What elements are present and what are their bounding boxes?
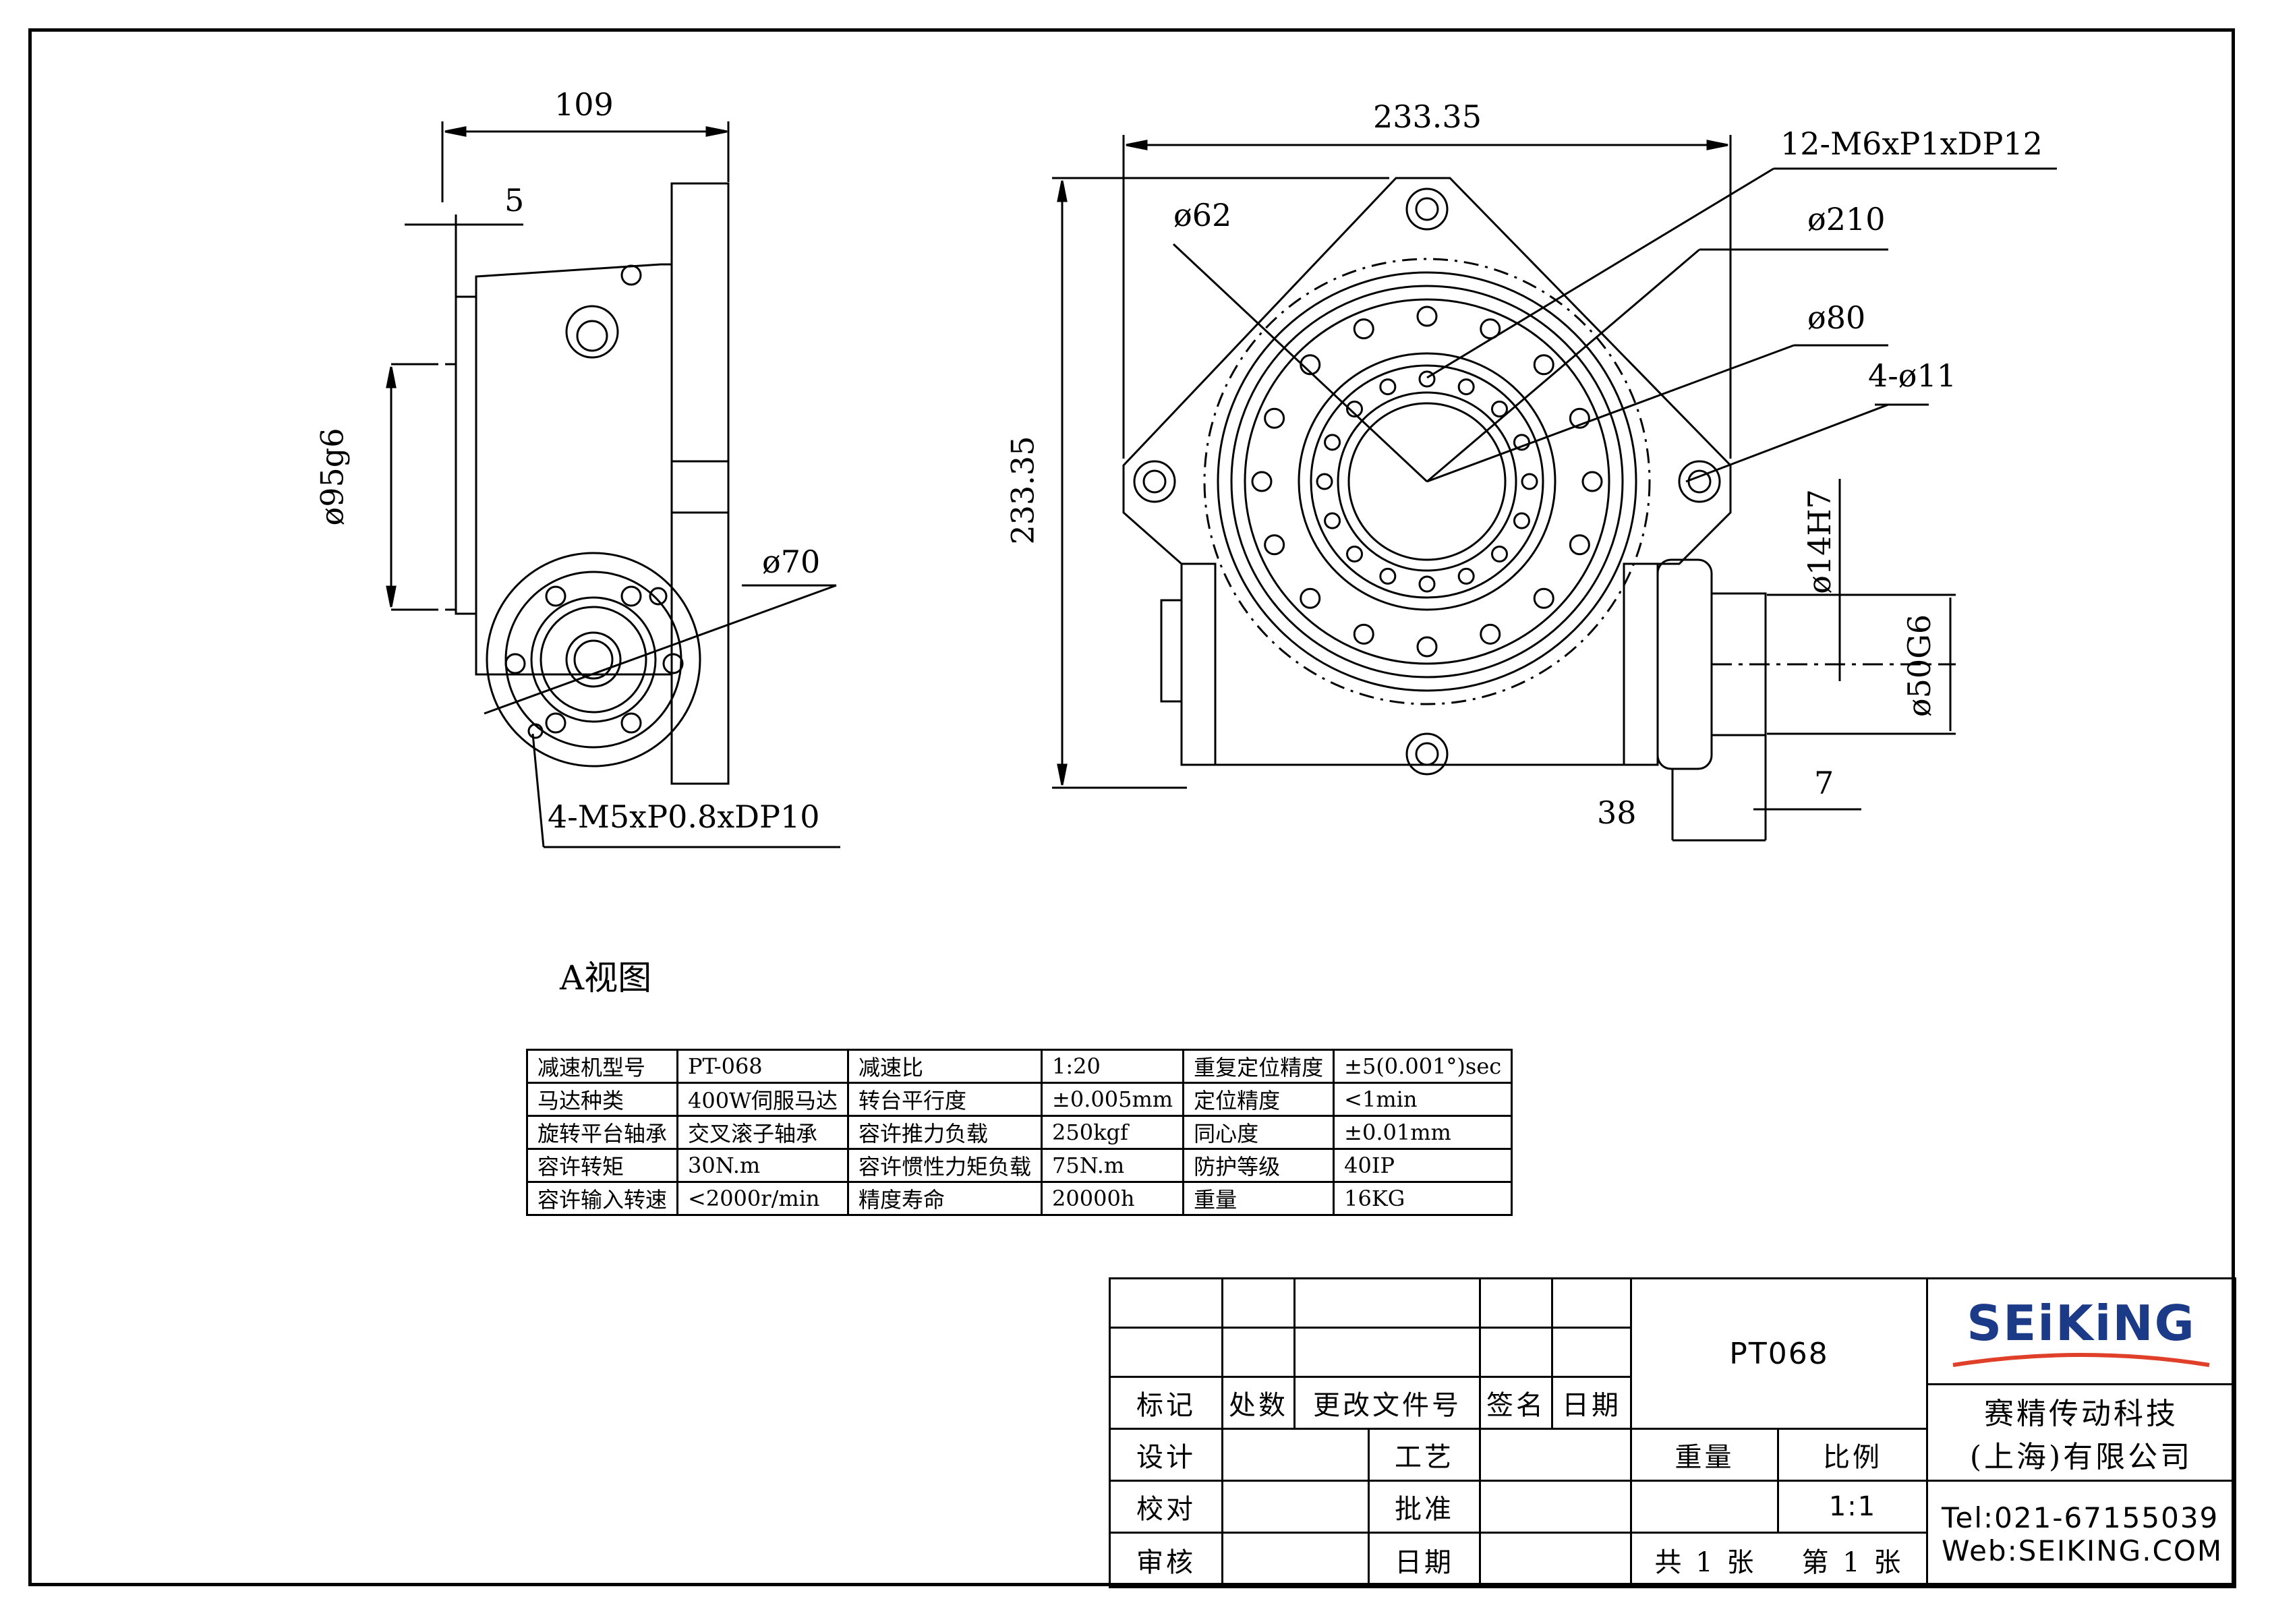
spec-cell: 400W伺服马达: [676, 1082, 849, 1117]
spec-cell: 精度寿命: [846, 1181, 1043, 1216]
spec-cell: <1min: [1333, 1082, 1513, 1117]
spec-cell: ±0.005mm: [1041, 1082, 1185, 1117]
spec-cell: 75N.m: [1041, 1148, 1185, 1183]
contact-tel: Tel:021-67155039: [1942, 1501, 2219, 1534]
spec-cell: ±0.01mm: [1333, 1115, 1513, 1150]
lbl-process: 工艺: [1368, 1428, 1481, 1482]
spec-cell: 1:20: [1041, 1049, 1185, 1084]
front-view: [1052, 135, 2057, 842]
spec-cell: 容许推力负载: [846, 1115, 1043, 1150]
side-view: [386, 121, 840, 848]
company-name-1: 赛精传动科技: [1984, 1397, 2178, 1431]
spec-cell: 20000h: [1041, 1181, 1185, 1216]
lbl-scale: 比例: [1777, 1428, 1928, 1482]
spec-cell: 减速机型号: [525, 1049, 679, 1084]
spec-cell: ±5(0.001°)sec: [1333, 1049, 1513, 1084]
lbl-review: 审核: [1109, 1532, 1223, 1588]
dim-side-offset: 5: [504, 182, 525, 219]
spec-cell: 重量: [1182, 1181, 1335, 1216]
lbl-check: 校对: [1109, 1480, 1223, 1534]
dim-outer-dia: ø210: [1807, 201, 1886, 237]
dim-mount-holes: 4-ø11: [1868, 357, 1957, 394]
spec-cell: 容许转矩: [525, 1148, 679, 1183]
dim-side-width: 109: [554, 86, 614, 123]
spec-cell: <2000r/min: [676, 1181, 849, 1216]
hdr-mark: 标记: [1109, 1376, 1223, 1430]
sheet-number: 第 1 张: [1801, 1547, 1904, 1578]
dim-input-flange: ø70: [762, 544, 821, 580]
spec-cell: 定位精度: [1182, 1082, 1335, 1117]
hdr-date: 日期: [1551, 1376, 1632, 1430]
spec-cell: 16KG: [1333, 1181, 1513, 1216]
dim-bore: ø62: [1173, 197, 1232, 233]
spec-cell: 容许惯性力矩负载: [846, 1148, 1043, 1183]
spec-cell: PT-068: [676, 1049, 849, 1084]
company-cell: 赛精传动科技 (上海)有限公司: [1926, 1383, 2236, 1482]
dim-shaft-len: 38: [1597, 794, 1637, 831]
contact-web: Web:SEIKING.COM: [1942, 1534, 2223, 1567]
seiking-logo: SEiKiNG: [1967, 1295, 2196, 1352]
dim-shaft-step: 7: [1814, 765, 1834, 801]
part-number: PT068: [1630, 1277, 1928, 1430]
dim-shaft-bore: ø14H7: [1801, 489, 1838, 594]
dim-side-pilot: ø95g6: [314, 428, 351, 526]
spec-cell: 减速比: [846, 1049, 1043, 1084]
spec-cell: 交叉滚子轴承: [676, 1115, 849, 1150]
view-title: A视图: [560, 958, 652, 997]
hdr-count: 处数: [1221, 1376, 1296, 1430]
spec-cell: 马达种类: [525, 1082, 679, 1117]
contact-cell: Tel:021-67155039 Web:SEIKING.COM: [1926, 1480, 2236, 1588]
dim-front-height: 233.35: [1004, 436, 1041, 545]
lbl-date2: 日期: [1368, 1532, 1481, 1588]
spec-cell: 容许输入转速: [525, 1181, 679, 1216]
hdr-sign: 签名: [1479, 1376, 1553, 1430]
hdr-change-doc: 更改文件号: [1293, 1376, 1481, 1430]
sheet-count: 共 1 张: [1654, 1547, 1757, 1578]
spec-cell: 40IP: [1333, 1148, 1513, 1183]
spec-cell: 30N.m: [676, 1148, 849, 1183]
drawing-frame: [28, 28, 2235, 1586]
lbl-approve: 批准: [1368, 1480, 1481, 1534]
spec-cell: 重复定位精度: [1182, 1049, 1335, 1084]
dim-top-threads: 12-M6xP1xDP12: [1780, 125, 2043, 162]
dim-shaft-pilot: ø50G6: [1901, 614, 1938, 718]
dim-input-threads: 4-M5xP0.8xDP10: [548, 799, 820, 835]
spec-cell: 防护等级: [1182, 1148, 1335, 1183]
dim-inner-dia: ø80: [1807, 299, 1866, 336]
company-name-2: (上海)有限公司: [1969, 1440, 2193, 1474]
logo-cell: SEiKiNG: [1926, 1277, 2236, 1385]
spec-cell: 同心度: [1182, 1115, 1335, 1150]
lbl-weight: 重量: [1630, 1428, 1779, 1482]
logo-swoosh-icon: [1952, 1353, 2210, 1367]
title-block: 标记 处数 更改文件号 签名 日期 设计 工艺 校对 批准 审核 日期 PT06…: [1109, 1277, 2236, 1592]
scale-value: 1:1: [1777, 1480, 1928, 1534]
spec-cell: 250kgf: [1041, 1115, 1185, 1150]
lbl-design: 设计: [1109, 1428, 1223, 1482]
spec-cell: 旋转平台轴承: [525, 1115, 679, 1150]
spec-cell: 转台平行度: [846, 1082, 1043, 1117]
dim-front-width: 233.35: [1373, 98, 1482, 135]
